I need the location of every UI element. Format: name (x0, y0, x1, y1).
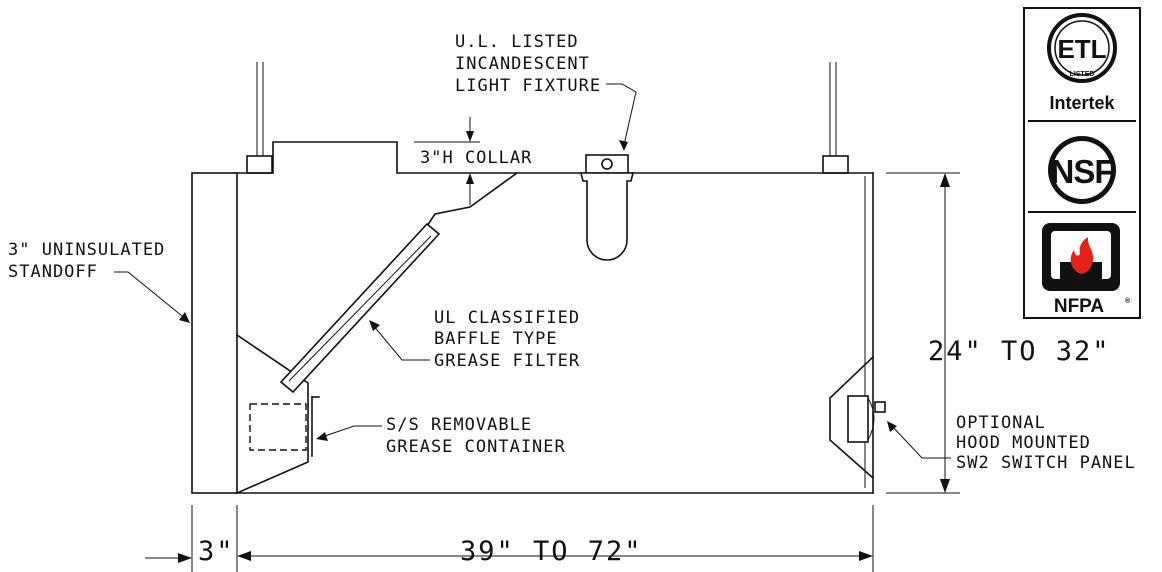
standoff-label-1: 3" UNINSULATED (8, 240, 165, 260)
nfpa-text: NFPA (1054, 296, 1105, 317)
height-dimension (886, 172, 960, 494)
hanger-rods (246, 62, 849, 174)
grease-container (249, 403, 307, 451)
collar-label: 3"H COLLAR (420, 148, 532, 168)
height-dimension-label: 24" TO 32" (928, 336, 1111, 367)
switch-label-2: HOOD MOUNTED (956, 433, 1091, 453)
standoff-label-2: STANDOFF (8, 262, 98, 282)
filter-leader (372, 324, 430, 361)
etl-logo: ETL LISTED Intertek (1047, 13, 1117, 113)
nsf-logo: NSF (1048, 136, 1116, 204)
flame-icon (1070, 237, 1094, 274)
filter-bracket (425, 171, 519, 228)
front-trough (829, 355, 875, 480)
switch-label-3: SW2 SWITCH PANEL (956, 453, 1136, 473)
standoff-width-label: 3" (198, 536, 235, 567)
container-label-1: S/S REMOVABLE (386, 415, 532, 435)
switch-label-1: OPTIONAL (956, 413, 1046, 433)
collar-dimension (414, 117, 480, 205)
light-fixture-label-2: INCANDESCENT (455, 54, 590, 74)
filter-label-3: GREASE FILTER (434, 351, 580, 371)
switch-leader (890, 424, 951, 459)
nfpa-logo: NFPA ® (1042, 223, 1131, 317)
hood-top (236, 141, 874, 174)
certification-logos: ETL LISTED Intertek NSF NFPA ® (1023, 7, 1141, 319)
nsf-mark: NSF (1051, 153, 1114, 190)
standoff-panel (191, 172, 238, 494)
light-leader (606, 83, 637, 146)
registered-icon: ® (1125, 297, 1131, 305)
switch-panel (847, 395, 869, 443)
light-fixture-label-1: U.L. LISTED (455, 32, 579, 52)
filter-label-2: BAFFLE TYPE (434, 329, 558, 349)
intertek-text: Intertek (1049, 93, 1115, 113)
etl-mark: ETL (1057, 34, 1106, 64)
container-label-2: GREASE CONTAINER (386, 437, 566, 457)
hanger-clip-right (822, 155, 849, 174)
etl-sub: LISTED (1070, 71, 1095, 78)
length-dimension-label: 39" TO 72" (460, 536, 643, 567)
width-dimensions (145, 505, 874, 572)
hanger-clip-left (246, 155, 273, 174)
filter-label-1: UL CLASSIFIED (434, 308, 580, 328)
light-globe (579, 172, 635, 261)
container-leader (321, 425, 382, 438)
standoff-leader (114, 271, 188, 321)
rear-trough (235, 333, 309, 495)
light-fixture-label-3: LIGHT FIXTURE (455, 76, 601, 96)
